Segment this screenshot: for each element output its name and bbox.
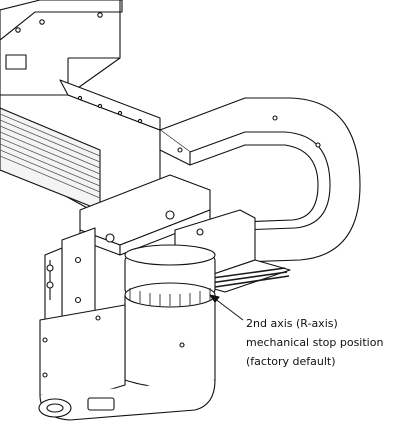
base-housing bbox=[0, 0, 123, 96]
cable-duct bbox=[159, 97, 361, 263]
callout-line-1: 2nd axis (R-axis) bbox=[246, 317, 338, 330]
r-axis-housing bbox=[124, 244, 216, 389]
callout-leader bbox=[209, 294, 244, 321]
lower-arm bbox=[38, 304, 216, 421]
callout-line-2: mechanical stop position bbox=[246, 336, 384, 349]
stop-position-callout: 2nd axis (R-axis) mechanical stop positi… bbox=[246, 314, 396, 371]
callout-line-3: (factory default) bbox=[246, 355, 336, 368]
